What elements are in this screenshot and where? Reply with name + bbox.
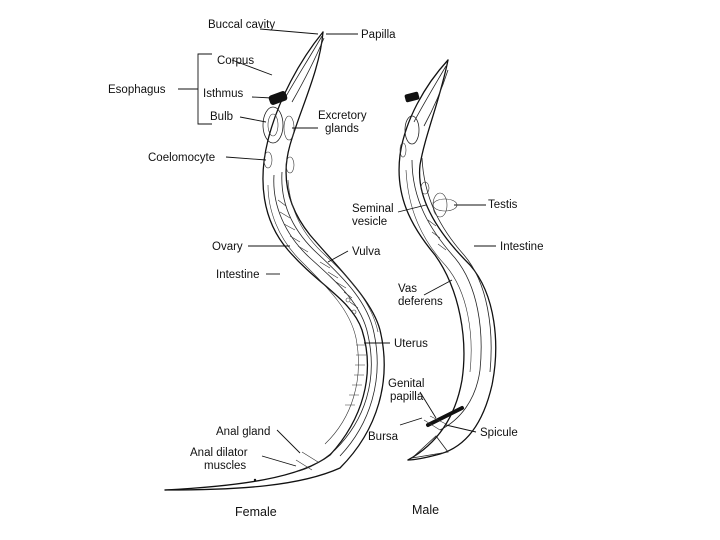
label-buccal-cavity: Buccal cavity bbox=[208, 19, 275, 31]
label-excretory-glands-line1: Excretory bbox=[318, 110, 367, 122]
label-isthmus: Isthmus bbox=[203, 88, 244, 100]
caption-male: Male bbox=[412, 503, 439, 517]
label-intestine-male: Intestine bbox=[500, 241, 543, 253]
label-vas-deferens-line1: Vas bbox=[398, 283, 417, 295]
label-genital-papilla-line1: Genital bbox=[388, 378, 424, 390]
label-esophagus: Esophagus bbox=[108, 84, 166, 96]
label-anal-gland: Anal gland bbox=[216, 426, 270, 438]
label-vulva: Vulva bbox=[352, 246, 381, 258]
label-intestine-female: Intestine bbox=[216, 269, 259, 281]
label-bulb: Bulb bbox=[210, 111, 233, 123]
label-spicule: Spicule bbox=[480, 427, 518, 439]
label-excretory-glands-line2: glands bbox=[325, 123, 359, 135]
label-bursa: Bursa bbox=[368, 431, 399, 443]
label-coelomocyte: Coelomocyte bbox=[148, 152, 215, 164]
label-genital-papilla-line2: papilla bbox=[390, 391, 424, 403]
label-seminal-vesicle-line2: vesicle bbox=[352, 216, 387, 228]
caption-female: Female bbox=[235, 505, 277, 519]
label-vas-deferens-line2: deferens bbox=[398, 296, 443, 308]
label-papilla: Papilla bbox=[361, 29, 396, 41]
label-ovary: Ovary bbox=[212, 241, 243, 253]
label-anal-dilator-line1: Anal dilator bbox=[190, 447, 248, 459]
label-seminal-vesicle-line1: Seminal bbox=[352, 203, 394, 215]
label-anal-dilator-line2: muscles bbox=[204, 460, 246, 472]
label-corpus: Corpus bbox=[217, 55, 254, 67]
label-testis: Testis bbox=[488, 199, 518, 211]
label-uterus: Uterus bbox=[394, 338, 428, 350]
